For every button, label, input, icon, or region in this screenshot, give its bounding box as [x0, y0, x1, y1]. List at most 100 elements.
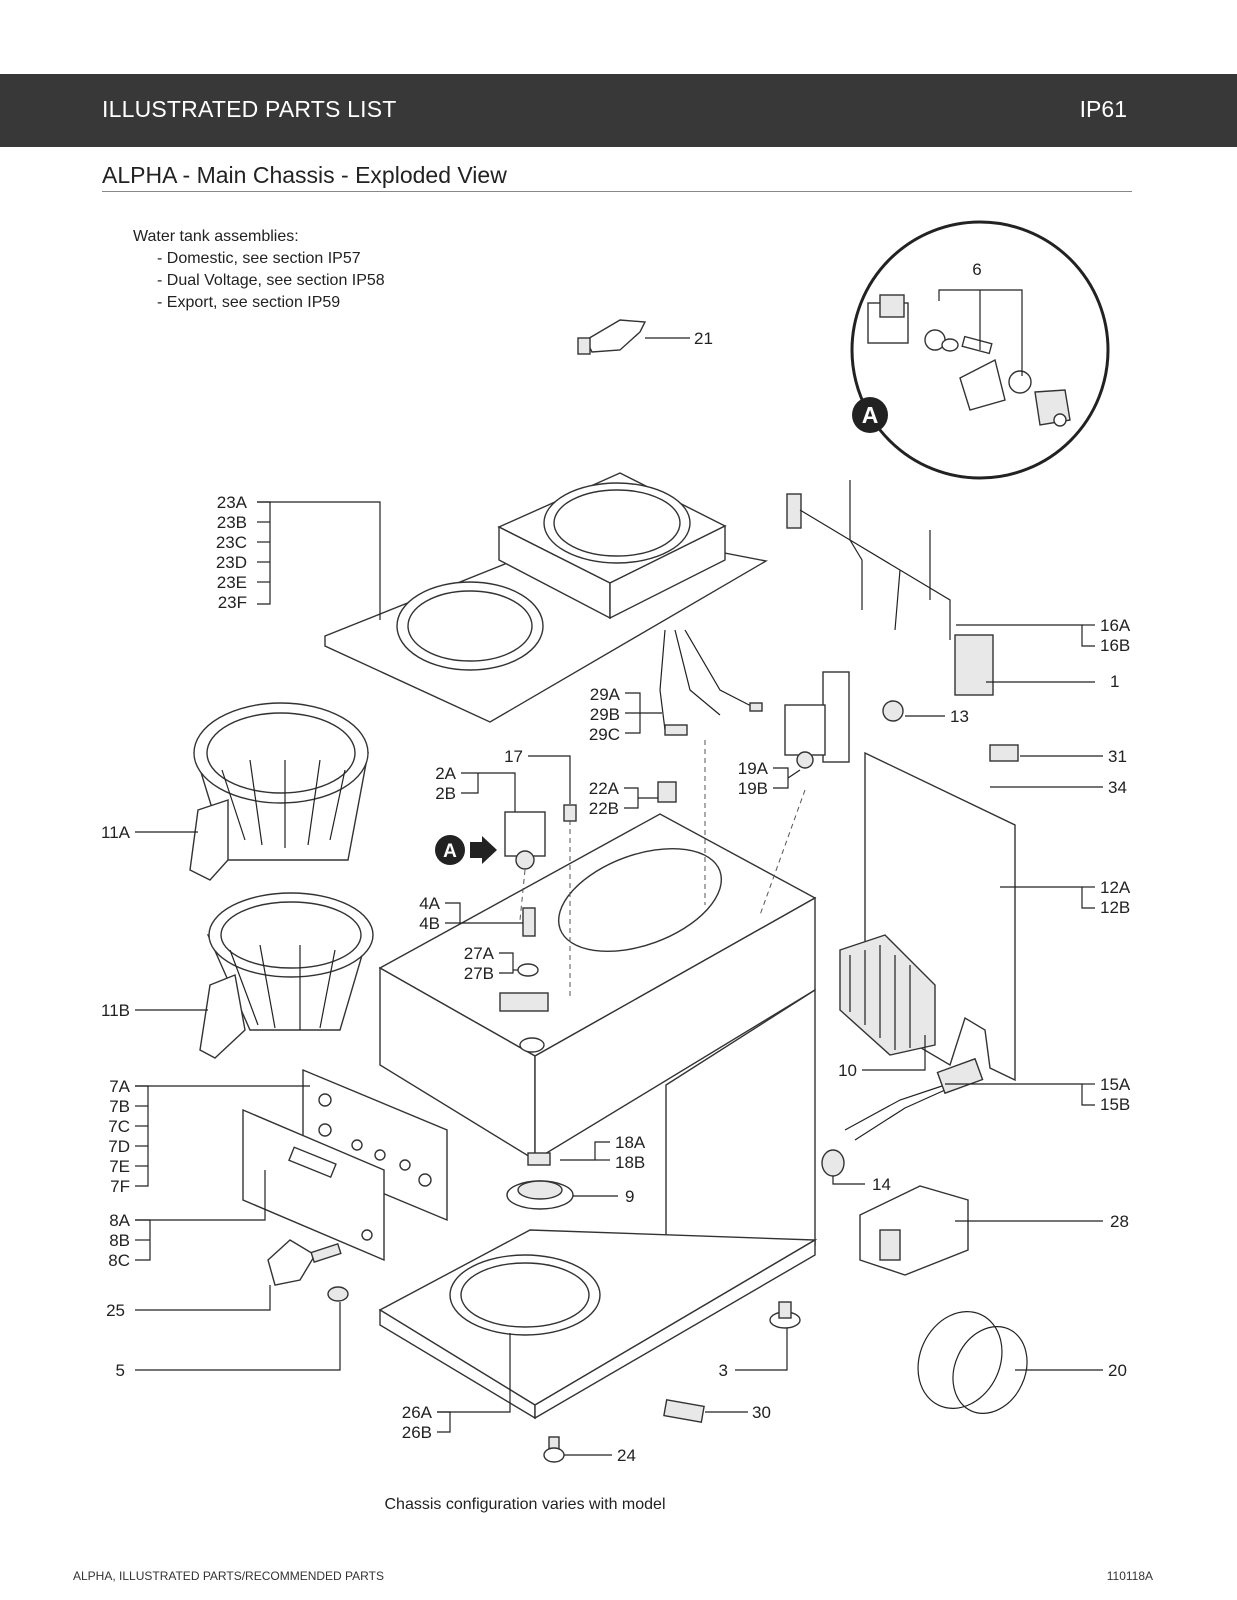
callout-21: 21: [694, 329, 713, 348]
part-27: [517, 963, 539, 977]
overlay-8: [242, 1108, 385, 1262]
callout-17: 17: [504, 747, 523, 766]
part-24: [543, 1436, 565, 1463]
part-29-wires: [659, 629, 763, 736]
callout-31: 31: [1108, 747, 1127, 766]
callout-30: 30: [752, 1403, 771, 1422]
callout-5: 5: [116, 1361, 125, 1380]
part-5: [327, 1286, 349, 1302]
part-14: [821, 1149, 845, 1177]
callout-27A: 27A: [464, 944, 495, 963]
title-divider: [102, 191, 1132, 192]
callout-23C: 23C: [216, 533, 247, 552]
callout-22B: 22B: [589, 799, 619, 818]
footer-document-title: ALPHA, ILLUSTRATED PARTS/RECOMMENDED PAR…: [73, 1569, 384, 1583]
callout-7A: 7A: [109, 1077, 130, 1096]
arrow-right-icon: [470, 836, 497, 864]
note-item: - Export, see section IP59: [157, 294, 341, 311]
callout-23A: 23A: [217, 493, 248, 512]
callout-7D: 7D: [108, 1137, 130, 1156]
callout-23B: 23B: [217, 513, 247, 532]
callout-18B: 18B: [615, 1153, 645, 1172]
callout-28: 28: [1110, 1212, 1129, 1231]
water-tank-note: Water tank assemblies: - Domestic, see s…: [133, 226, 385, 314]
callout-26B: 26B: [402, 1423, 432, 1442]
header-code: IP61: [1079, 96, 1127, 122]
part-21-tube: [577, 319, 647, 355]
callout-1: 1: [1110, 672, 1119, 691]
callout-19A: 19A: [738, 759, 769, 778]
callout-16A: 16A: [1100, 616, 1131, 635]
callout-2A: 2A: [435, 764, 456, 783]
transformer-28: [859, 1185, 969, 1276]
note-item: - Domestic, see section IP57: [157, 250, 361, 267]
callout-23F: 23F: [218, 593, 247, 612]
part-18: [527, 1152, 551, 1166]
decanter-11b: [199, 892, 374, 1059]
part-17: [563, 804, 577, 822]
svg-text:A: A: [443, 841, 457, 862]
note-heading: Water tank assemblies:: [133, 228, 299, 245]
brew-ring-26: [449, 1254, 601, 1336]
detail-a-badge-text: A: [862, 402, 879, 428]
power-cord: [844, 1057, 984, 1141]
callout-23E: 23E: [217, 573, 247, 592]
callout-7F: 7F: [110, 1177, 130, 1196]
callout-15B: 15B: [1100, 1095, 1130, 1114]
callout-8A: 8A: [109, 1211, 130, 1230]
callout-25: 25: [106, 1301, 125, 1320]
callout-23D: 23D: [216, 553, 247, 572]
detail-a-badge: [852, 397, 888, 433]
callout-7B: 7B: [109, 1097, 130, 1116]
callout-19B: 19B: [738, 779, 768, 798]
callout-8C: 8C: [108, 1251, 130, 1270]
control-panel: [302, 1068, 448, 1222]
main-chassis: [378, 740, 818, 1420]
part-13: [882, 700, 904, 722]
callout-29B: 29B: [590, 705, 620, 724]
callout-10: 10: [838, 1061, 857, 1080]
callout-24: 24: [617, 1446, 636, 1465]
callout-34: 34: [1108, 778, 1127, 797]
footer-doc-number: 110118A: [1106, 1569, 1153, 1583]
warmer-deck: [324, 472, 768, 723]
heat-sink: [839, 934, 936, 1056]
header-bar: ILLUSTRATED PARTS LIST IP61: [0, 74, 1237, 147]
callout-22A: 22A: [589, 779, 620, 798]
faucet-25: [267, 1239, 342, 1286]
callout-13: 13: [950, 707, 969, 726]
wire-harness: [786, 480, 994, 696]
callout-9: 9: [625, 1187, 634, 1206]
part-4: [522, 907, 536, 937]
callout-4B: 4B: [419, 914, 440, 933]
hose-20: [917, 1311, 1028, 1414]
detail-a-circle: A: [850, 220, 1110, 480]
callout-14: 14: [872, 1175, 891, 1194]
callout-2B: 2B: [435, 784, 456, 803]
callout-3: 3: [719, 1361, 728, 1380]
diagram-caption: Chassis configuration varies with model: [384, 1496, 666, 1513]
callout-26A: 26A: [402, 1403, 433, 1422]
header-title: ILLUSTRATED PARTS LIST: [102, 96, 397, 122]
part-3-foot: [769, 1301, 801, 1329]
callout-12B: 12B: [1100, 898, 1130, 917]
callout-18A: 18A: [615, 1133, 646, 1152]
callout-29C: 29C: [589, 725, 620, 744]
part-2-valve: [504, 811, 546, 870]
decanter-11a: [189, 702, 369, 881]
callout-15A: 15A: [1100, 1075, 1131, 1094]
note-item: - Dual Voltage, see section IP58: [157, 272, 385, 289]
section-title: ALPHA - Main Chassis - Exploded View: [102, 162, 507, 188]
sprayhead-9: [506, 1180, 574, 1210]
callout-29A: 29A: [590, 685, 621, 704]
callout-11A: 11A: [101, 823, 131, 842]
callout-7E: 7E: [109, 1157, 130, 1176]
part-19-inlet-valve: [784, 671, 850, 769]
callout-16B: 16B: [1100, 636, 1130, 655]
callout-6: 6: [972, 260, 981, 279]
part-30: [663, 1399, 705, 1423]
part-31-fitting: [989, 744, 1019, 762]
callout-27B: 27B: [464, 964, 494, 983]
callout-20: 20: [1108, 1361, 1127, 1380]
